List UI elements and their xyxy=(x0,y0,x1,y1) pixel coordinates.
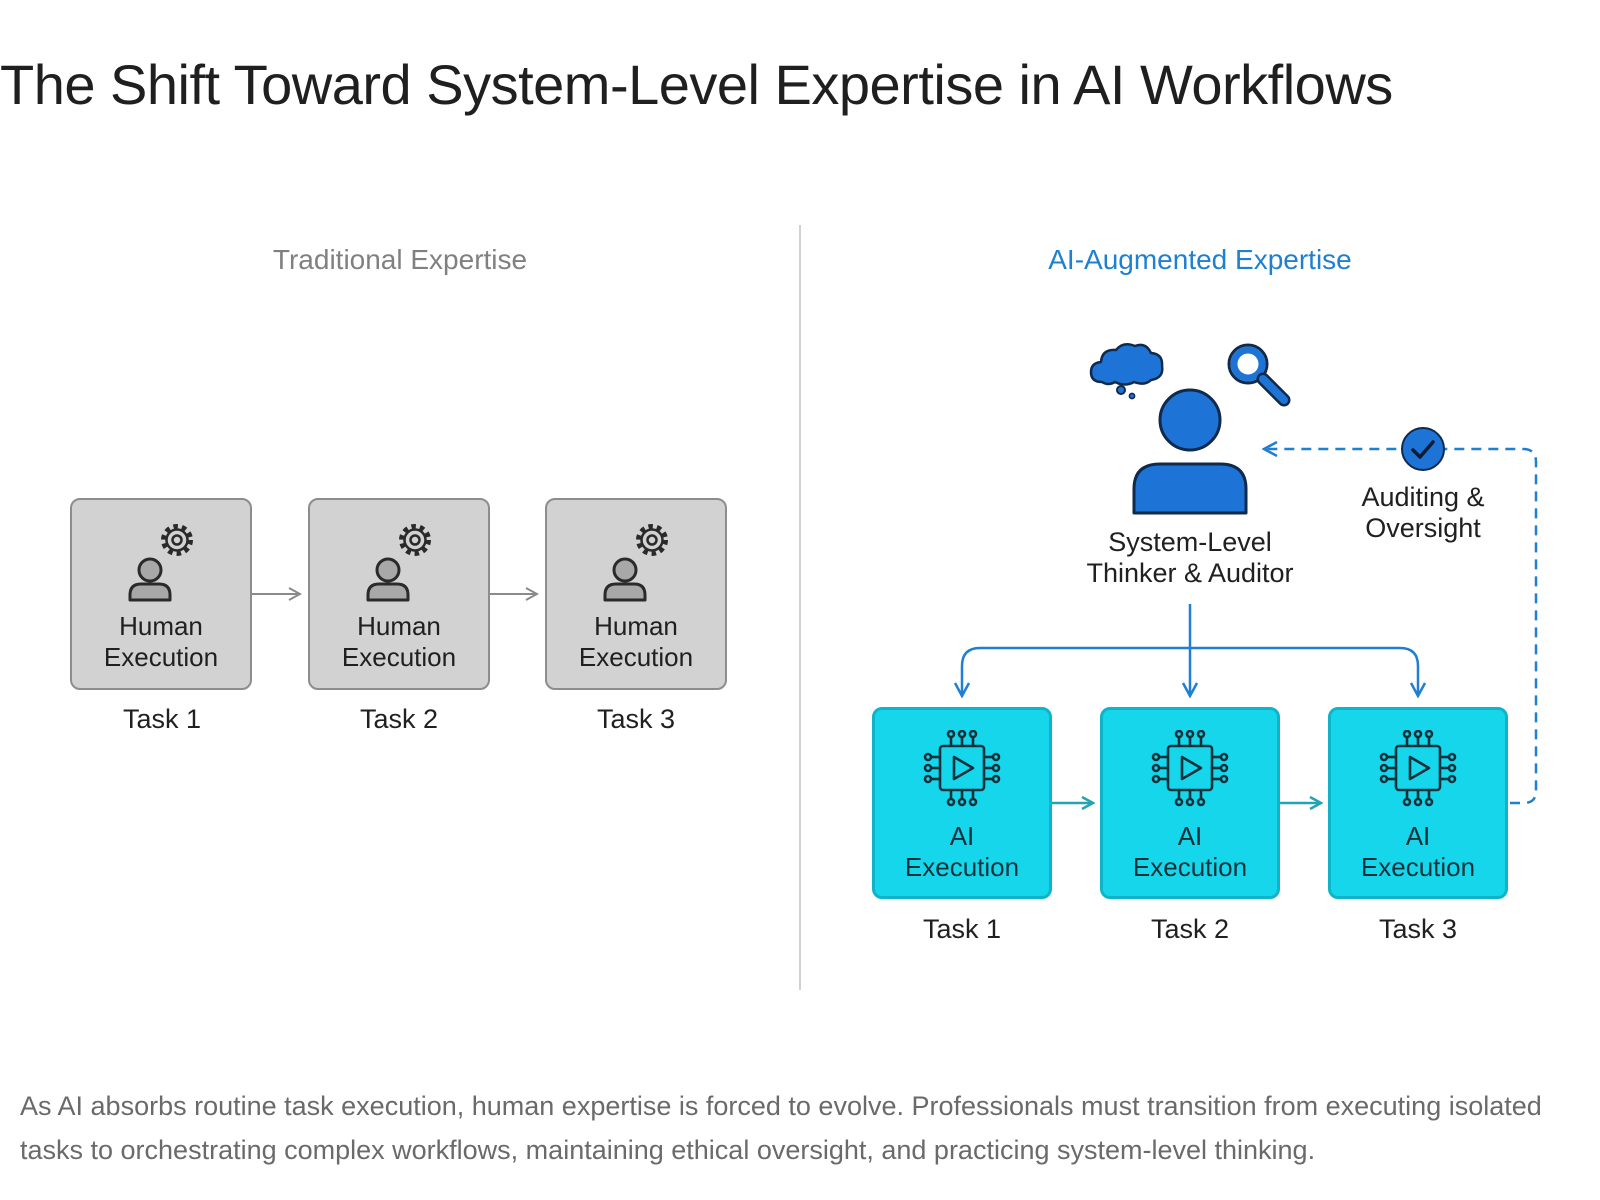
branch-arrow-to-ai-task1 xyxy=(962,646,1190,696)
person-gear-icon xyxy=(603,524,668,602)
ai-chip-play-icon xyxy=(1379,730,1457,807)
ai-chip-play-icon xyxy=(1151,730,1229,807)
ai-task-1-label: Task 1 xyxy=(922,914,1002,944)
human-execution-label: Human Execution xyxy=(103,611,219,672)
ai-execution-box-3: AI Execution xyxy=(1328,707,1508,899)
person-gear-icon xyxy=(128,524,193,602)
figure-caption: As AI absorbs routine task execution, hu… xyxy=(20,1091,1542,1165)
connector-layer xyxy=(252,225,1538,990)
traditional-task-2-label: Task 2 xyxy=(359,704,439,734)
ai-execution-box-2: AI Execution xyxy=(1100,707,1280,899)
ai-augmented-expertise-heading: AI-Augmented Expertise xyxy=(1048,244,1352,275)
thought-cloud-icon xyxy=(1089,342,1164,400)
system-level-thinker-label: System-Level Thinker & Auditor xyxy=(1086,527,1294,588)
expertise-diagram: Traditional Expertise AI-Augmented Exper… xyxy=(70,225,1538,990)
ai-chip-play-icon xyxy=(923,730,1001,807)
traditional-task-3-label: Task 3 xyxy=(596,704,676,734)
ai-execution-label: AI Execution xyxy=(1360,821,1476,882)
magnifier-icon xyxy=(1227,343,1291,407)
ai-task-3-label: Task 3 xyxy=(1378,914,1458,944)
branch-arrow-to-ai-task3 xyxy=(1190,646,1418,696)
person-icon xyxy=(1132,388,1248,515)
human-execution-box-3: Human Execution xyxy=(545,498,727,690)
ai-task-2-label: Task 2 xyxy=(1150,914,1230,944)
traditional-task-1-label: Task 1 xyxy=(122,704,202,734)
human-execution-box-1: Human Execution xyxy=(70,498,252,690)
auditing-oversight-label: Auditing & Oversight xyxy=(1361,482,1485,543)
human-execution-label: Human Execution xyxy=(578,611,694,672)
page-title: The Shift Toward System-Level Expertise … xyxy=(0,53,1393,116)
checkmark-icon xyxy=(1401,427,1445,471)
person-gear-icon xyxy=(366,524,431,602)
ai-execution-label: AI Execution xyxy=(1132,821,1248,882)
ai-execution-box-1: AI Execution xyxy=(872,707,1052,899)
ai-execution-label: AI Execution xyxy=(904,821,1020,882)
human-execution-label: Human Execution xyxy=(341,611,457,672)
auditing-feedback-loop xyxy=(1264,449,1538,805)
traditional-expertise-heading: Traditional Expertise xyxy=(272,244,528,275)
human-execution-box-2: Human Execution xyxy=(308,498,490,690)
